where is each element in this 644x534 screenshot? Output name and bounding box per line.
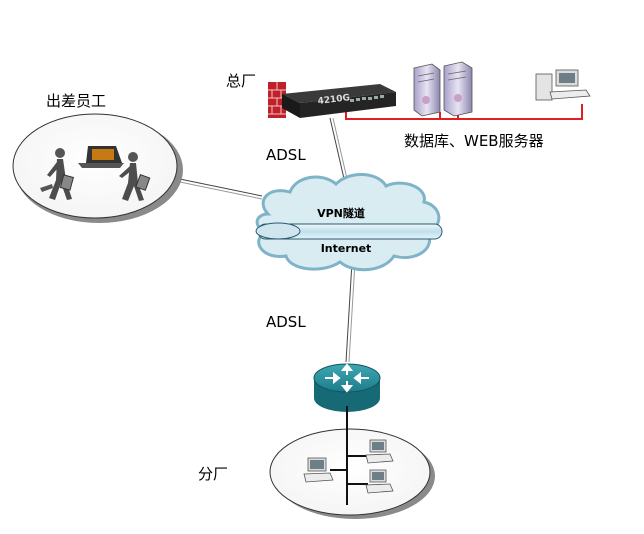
router-icon — [313, 363, 381, 412]
workstation-icon — [535, 69, 591, 101]
servers-label: 数据库、WEB服务器 — [404, 132, 544, 150]
person-icon — [40, 148, 74, 200]
firewall-icon — [268, 82, 286, 118]
link-travel-to-cloud — [174, 177, 263, 200]
laptop-icon — [78, 146, 124, 168]
server-icon — [413, 63, 441, 117]
person-icon — [119, 152, 151, 201]
workstation-icon — [303, 457, 334, 483]
travel-staff-label: 出差员工 — [46, 92, 106, 110]
branch-label: 分厂 — [198, 465, 228, 483]
workstation-icon — [365, 469, 394, 494]
vpn-device-icon: 4210G — [282, 84, 396, 118]
link-cloud-to-router — [345, 261, 356, 363]
travel-staff-group — [12, 113, 183, 223]
server-icon — [443, 61, 473, 117]
workstation-icon — [365, 439, 394, 464]
device-model-label: 4210G — [317, 93, 350, 107]
branch-group — [269, 406, 435, 519]
adsl-top-label: ADSL — [266, 146, 306, 164]
vpn-tunnel-label: VPN隧道 — [317, 206, 365, 220]
internet-label: Internet — [321, 242, 372, 255]
cloud-icon — [255, 173, 443, 272]
adsl-bottom-label: ADSL — [266, 313, 306, 331]
hq-label: 总厂 — [226, 72, 256, 90]
